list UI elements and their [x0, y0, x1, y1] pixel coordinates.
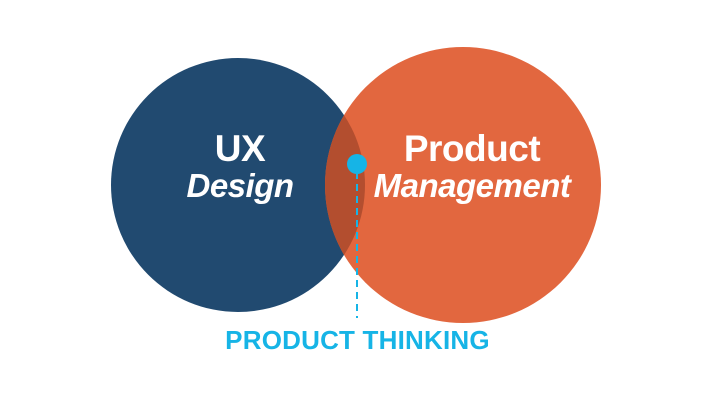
product-management-circle [325, 47, 601, 323]
intersection-marker-dot [347, 154, 367, 174]
ux-design-label: UX Design [160, 130, 320, 202]
product-management-label: Product Management [372, 130, 572, 202]
design-label-text: Design [186, 167, 294, 204]
ux-label-text: UX [214, 128, 266, 169]
management-label-text: Management [373, 167, 571, 204]
product-label-text: Product [403, 128, 541, 169]
ux-design-circle [111, 58, 365, 312]
product-thinking-caption: PRODUCT THINKING [225, 325, 490, 355]
